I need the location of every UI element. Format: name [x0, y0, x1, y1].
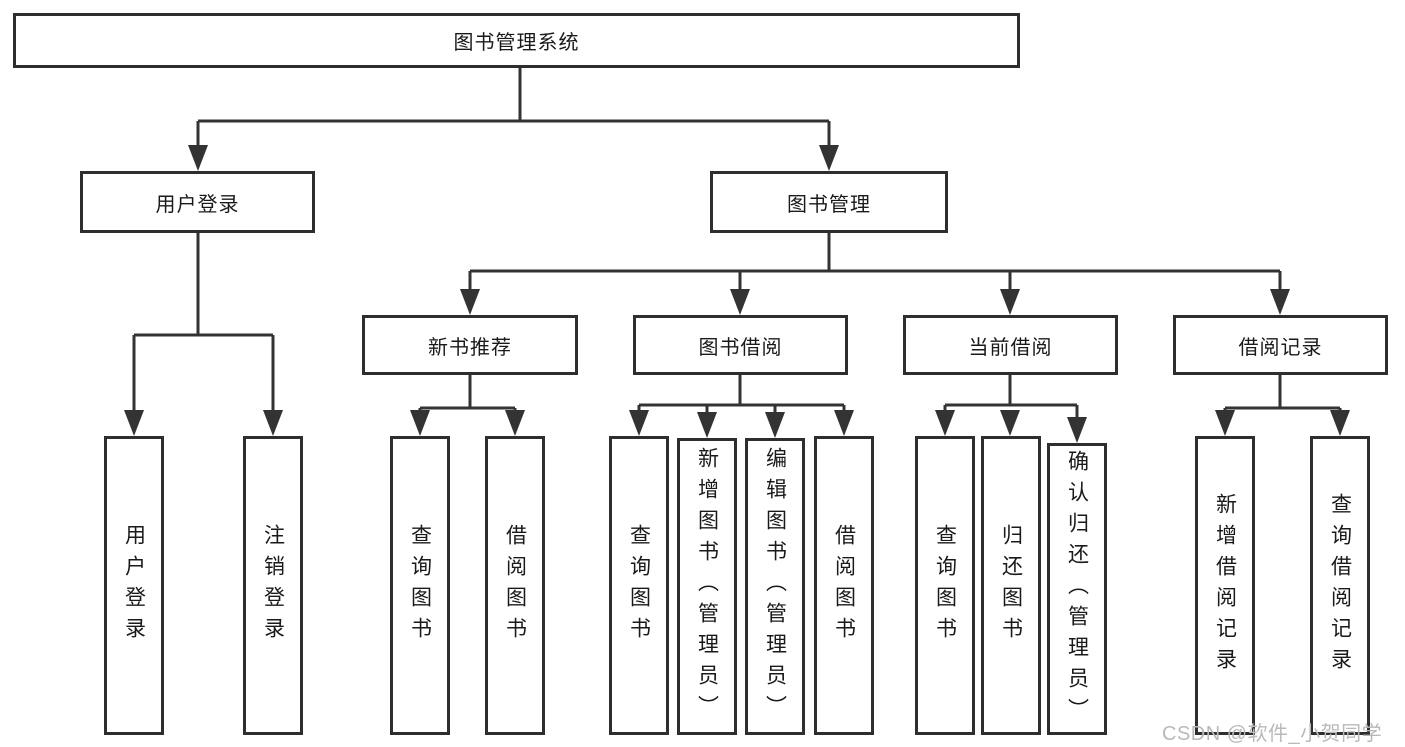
- node-user-login: 用户登录: [80, 171, 315, 233]
- arrow-down-icon: [819, 145, 839, 171]
- arrow-down-icon: [629, 410, 649, 436]
- node-label: 查询图书: [933, 523, 957, 648]
- node-label: 归还图书: [999, 523, 1023, 648]
- arrow-down-icon: [1000, 410, 1020, 436]
- node-label: 借阅图书: [503, 523, 527, 648]
- arrow-down-icon: [188, 145, 208, 171]
- connector-borrow-records-to-leaves: [1215, 375, 1350, 436]
- node-label: 新增借阅记录: [1213, 492, 1237, 679]
- arrow-down-icon: [460, 289, 480, 315]
- node-label: 查询图书: [408, 523, 432, 648]
- leaf-add-borrow-record: 新增借阅记录: [1195, 436, 1255, 735]
- leaf-query-borrow-record: 查询借阅记录: [1310, 436, 1370, 735]
- arrow-down-icon: [1330, 410, 1350, 436]
- leaf-query-books-2: 查询图书: [609, 436, 669, 735]
- arrow-down-icon: [730, 289, 750, 315]
- connector-root-to-level2: [188, 68, 839, 171]
- connector-book-borrow-to-leaves: [629, 375, 854, 438]
- leaf-confirm-return-admin: 确认归还（管理员）: [1047, 443, 1107, 735]
- node-label: 查询借阅记录: [1328, 492, 1352, 679]
- connector-current-borrow-to-leaves: [935, 375, 1087, 443]
- node-label: 图书借阅: [698, 336, 783, 359]
- leaf-borrow-books-2: 借阅图书: [814, 436, 874, 735]
- node-book-borrow: 图书借阅: [633, 315, 848, 375]
- leaf-user-login: 用户登录: [104, 436, 164, 735]
- arrow-down-icon: [834, 410, 854, 436]
- csdn-watermark: CSDN @软件_小贺同学: [1162, 723, 1383, 745]
- leaf-return-book: 归还图书: [981, 436, 1041, 735]
- arrow-down-icon: [935, 410, 955, 436]
- leaf-borrow-books-1: 借阅图书: [485, 436, 545, 735]
- node-label: 借阅图书: [832, 523, 856, 648]
- node-book-management: 图书管理: [710, 171, 948, 233]
- node-label: 借阅记录: [1238, 336, 1323, 359]
- arrow-down-icon: [1215, 410, 1235, 436]
- connector-book-management-to-sections: [460, 233, 1290, 315]
- arrow-down-icon: [1270, 289, 1290, 315]
- arrow-down-icon: [124, 410, 144, 436]
- arrow-down-icon: [410, 410, 430, 436]
- leaf-query-books-3: 查询图书: [915, 436, 975, 735]
- node-label: 图书管理: [787, 193, 871, 216]
- leaf-add-book-admin: 新增图书（管理员）: [677, 438, 737, 735]
- arrow-down-icon: [697, 412, 717, 438]
- arrow-down-icon: [1000, 289, 1020, 315]
- leaf-logout: 注销登录: [243, 436, 303, 735]
- node-label: 编辑图书（管理员）: [763, 447, 787, 726]
- node-label: 图书管理系统: [453, 32, 580, 54]
- node-current-borrow: 当前借阅: [903, 315, 1118, 375]
- node-borrow-records: 借阅记录: [1173, 315, 1388, 375]
- node-new-book-recommend: 新书推荐: [362, 315, 578, 375]
- arrow-down-icon: [765, 412, 785, 438]
- node-label: 用户登录: [122, 523, 146, 648]
- node-label: 新书推荐: [428, 336, 512, 359]
- node-label: 确认归还（管理员）: [1065, 449, 1089, 729]
- node-label: 用户登录: [155, 193, 240, 216]
- connector-user-login-to-leaves: [124, 233, 283, 436]
- node-label: 当前借阅: [968, 336, 1053, 359]
- node-label: 新增图书（管理员）: [695, 447, 719, 726]
- node-label: 查询图书: [627, 523, 651, 648]
- connector-new-book-recommend-to-leaves: [410, 375, 525, 436]
- node-root-system: 图书管理系统: [13, 13, 1020, 68]
- arrow-down-icon: [1067, 417, 1087, 443]
- leaf-edit-book-admin: 编辑图书（管理员）: [745, 438, 805, 735]
- arrow-down-icon: [505, 410, 525, 436]
- arrow-down-icon: [263, 410, 283, 436]
- node-label: 注销登录: [261, 523, 285, 648]
- leaf-query-books-1: 查询图书: [390, 436, 450, 735]
